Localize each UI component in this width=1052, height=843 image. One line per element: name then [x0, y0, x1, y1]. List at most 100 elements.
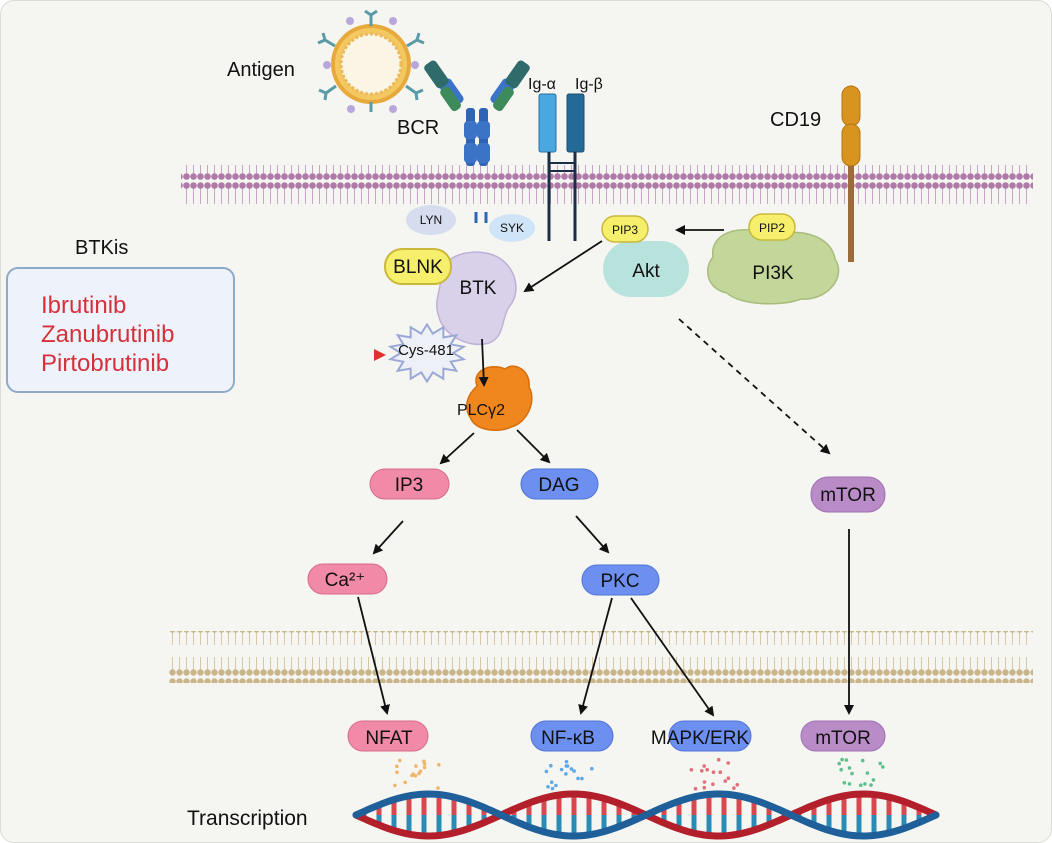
signal-dot: [559, 767, 564, 772]
pip2-label: PIP2: [759, 221, 785, 235]
signal-dot: [726, 776, 731, 780]
signal-dot: [847, 782, 852, 786]
ig-alpha-label: Ig-α: [528, 76, 556, 93]
signal-dot: [842, 781, 847, 785]
signal-dot: [871, 778, 876, 782]
signal-dot: [422, 765, 427, 770]
signal-dot: [576, 776, 580, 781]
signal-dot: [403, 780, 408, 785]
syk-node: [489, 214, 535, 242]
ig-beta-label: Ig-β: [575, 76, 603, 93]
drug-pirtobrutinib: Pirtobrutinib: [41, 350, 170, 377]
plc-to-dag-arrow: [516, 429, 551, 464]
signal-dot: [881, 765, 885, 769]
signal-dot: [590, 766, 594, 771]
signal-dot: [840, 757, 844, 762]
signal-dot: [564, 772, 568, 776]
signal-dot: [716, 757, 721, 762]
signal-dot: [395, 764, 399, 769]
nfkb-node: [530, 720, 614, 752]
antigen-label: Antigen: [227, 59, 295, 81]
signal-dot: [689, 768, 694, 772]
signal-dot: [550, 786, 555, 791]
signal-dot: [437, 762, 441, 767]
blnk-label: BLNK: [393, 257, 443, 278]
signal-dot: [572, 769, 576, 773]
mapk-label: MAPK/ERK: [651, 728, 750, 749]
signal-dot: [417, 771, 421, 776]
dag-to-pkc-arrow: [575, 515, 610, 554]
signal-dot: [865, 771, 870, 775]
signal-dot: [839, 767, 843, 772]
signal-dot: [705, 767, 709, 772]
signal-dot: [723, 779, 728, 783]
btk-node: [436, 251, 517, 346]
signal-dot: [859, 783, 863, 787]
signal-dot: [844, 758, 849, 762]
lyn-label: LYN: [420, 213, 442, 227]
pkc-to-nfkb-arrow: [578, 597, 613, 715]
cd19-label: CD19: [770, 109, 821, 131]
ip3-node: [369, 468, 450, 500]
btk-label: BTK: [460, 278, 497, 299]
dna-strand: [352, 790, 940, 840]
signal-dot: [436, 786, 440, 790]
signal-dot: [869, 783, 873, 787]
signal-dot: [414, 764, 418, 768]
pkc-to-mapk-arrow: [630, 597, 715, 717]
syk-linker: [474, 212, 488, 223]
drug-ibrutinib: Ibrutinib: [41, 292, 127, 319]
drug-zanubrutinib: Zanubrutinib: [41, 321, 175, 348]
cys481-site: [387, 322, 467, 384]
nfat-label: NFAT: [365, 728, 413, 749]
signal-dot: [569, 767, 574, 771]
signal-dot: [549, 780, 554, 784]
dag-label: DAG: [538, 475, 579, 496]
mtor-nuc-node: [800, 720, 886, 752]
signal-dot: [393, 783, 397, 788]
plcg2-label: PLCγ2: [457, 402, 505, 419]
signal-dot: [726, 761, 730, 765]
btkis-title: BTKis: [75, 237, 129, 259]
ip3-label: IP3: [395, 475, 424, 496]
blnk-node: [384, 248, 452, 285]
signal-dot: [863, 782, 867, 786]
ca-node: [307, 563, 388, 595]
bcr-label: BCR: [397, 117, 439, 139]
signal-dot: [878, 761, 882, 766]
plcg2-node: [465, 365, 533, 432]
pip3-node: [601, 215, 649, 243]
plc-to-ip3-arrow: [439, 432, 475, 465]
antigen-particle: [317, 9, 425, 113]
signal-dot: [837, 761, 841, 766]
signal-dot: [564, 759, 569, 764]
pi3k-label: PI3K: [752, 263, 794, 284]
nfkb-label: NF-κB: [541, 728, 595, 749]
signal-dot: [693, 786, 698, 791]
signal-dot: [700, 769, 704, 773]
syk-label: SYK: [500, 221, 524, 235]
signal-dot: [850, 771, 854, 776]
signal-dot: [732, 786, 736, 790]
signal-dot: [565, 764, 570, 768]
signal-dot: [554, 783, 558, 788]
signal-dot: [702, 780, 707, 784]
dag-node: [520, 468, 599, 500]
signal-dot: [410, 773, 414, 778]
ca-label: Ca²⁺: [325, 570, 366, 591]
cd19-receptor: [841, 85, 861, 262]
signal-dot: [860, 758, 865, 763]
ig-alpha-beta: [538, 93, 585, 241]
signal-dot: [702, 764, 706, 768]
bcr-receptor: [424, 60, 530, 166]
signal-dot: [422, 761, 427, 766]
mtor-cyto-label: mTOR: [820, 485, 876, 506]
plasma-membrane: [181, 165, 1033, 215]
btki-drug-box: Ibrutinib Zanubrutinib Pirtobrutinib: [6, 267, 235, 393]
akt-label: Akt: [632, 261, 660, 282]
ip3-to-ca-arrow: [372, 520, 404, 555]
pkc-label: PKC: [600, 571, 639, 592]
pip3-to-btk-arrow: [523, 240, 603, 293]
